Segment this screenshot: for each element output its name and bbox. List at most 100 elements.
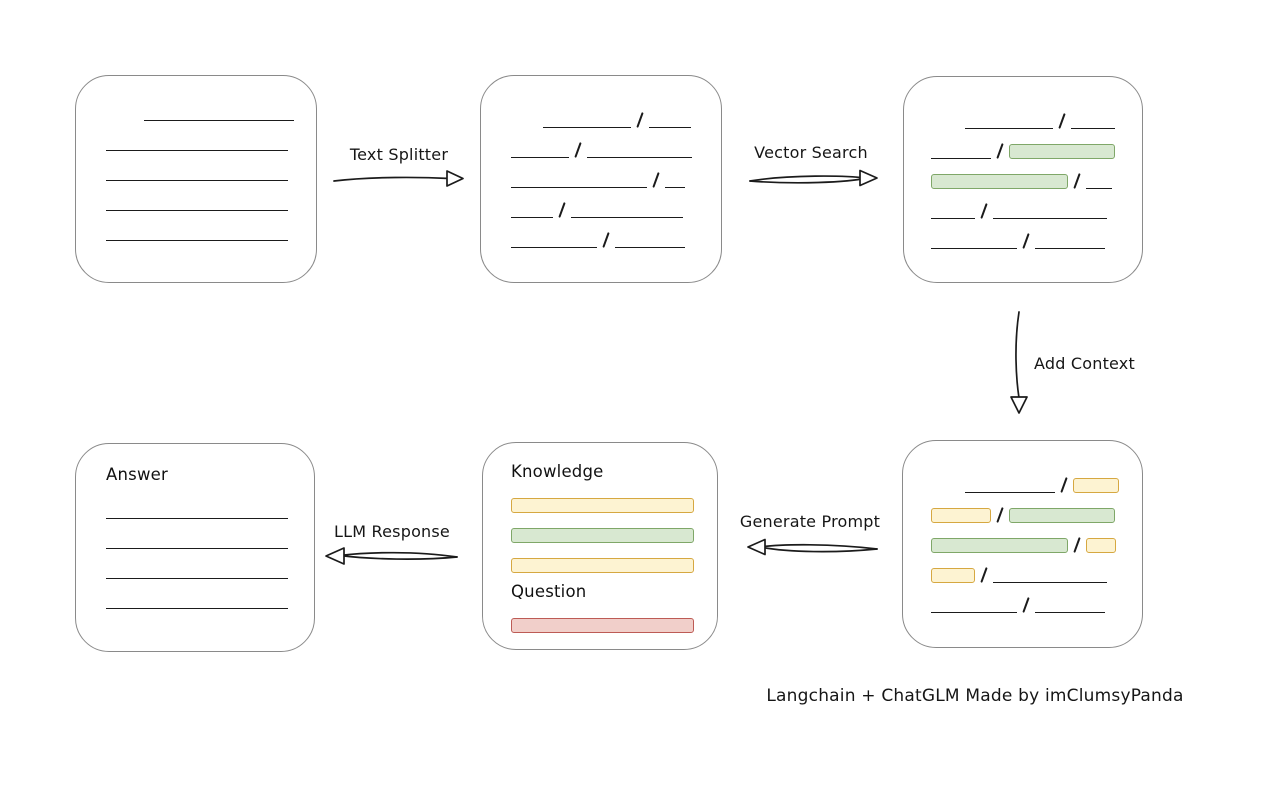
text-splitter-arrow bbox=[333, 170, 464, 187]
context-box bbox=[902, 440, 1143, 648]
add-context-arrow bbox=[1010, 311, 1028, 414]
vector-search-label: Vector Search bbox=[754, 143, 868, 162]
red-chunk bbox=[511, 618, 694, 633]
chunk-row bbox=[511, 98, 721, 128]
chunk-row bbox=[106, 519, 314, 549]
spacer bbox=[511, 127, 537, 128]
text-line bbox=[649, 127, 692, 128]
slash-separator bbox=[1073, 173, 1081, 189]
slash-separator bbox=[996, 507, 1004, 523]
text-line bbox=[106, 150, 288, 151]
slash-separator bbox=[1073, 537, 1081, 553]
chunk-row bbox=[511, 158, 721, 188]
vector-match-rows bbox=[931, 99, 1142, 249]
chunk-row bbox=[511, 188, 721, 218]
slash-separator bbox=[602, 232, 610, 248]
spacer bbox=[931, 492, 959, 493]
yellow-chunk bbox=[931, 568, 975, 583]
document-lines bbox=[106, 91, 316, 241]
chunk-row bbox=[106, 151, 316, 181]
chunk-row bbox=[931, 129, 1142, 159]
text-line bbox=[965, 128, 1053, 129]
llm-response-arrow bbox=[325, 547, 458, 565]
text-line bbox=[543, 127, 631, 128]
slash-separator bbox=[652, 172, 660, 188]
text-line bbox=[993, 218, 1108, 219]
chunk-row bbox=[931, 583, 1142, 613]
text-line bbox=[965, 492, 1055, 493]
slash-separator bbox=[1022, 233, 1030, 249]
text-line bbox=[106, 210, 288, 211]
text-line bbox=[106, 518, 288, 519]
text-line bbox=[1086, 188, 1113, 189]
text-line bbox=[511, 247, 597, 248]
green-chunk bbox=[1009, 508, 1116, 523]
chunk-row bbox=[106, 121, 316, 151]
text-line bbox=[106, 578, 288, 579]
green-chunk bbox=[931, 538, 1068, 553]
chunk-row bbox=[931, 159, 1142, 189]
diagram-caption: Langchain + ChatGLM Made by imClumsyPand… bbox=[766, 686, 1184, 706]
slash-separator bbox=[636, 112, 644, 128]
text-line bbox=[587, 157, 693, 158]
generate-prompt-label: Generate Prompt bbox=[739, 512, 881, 531]
text-line bbox=[571, 217, 684, 218]
answer-label: Answer bbox=[106, 465, 168, 484]
yellow-chunk bbox=[511, 498, 694, 513]
chunk-row bbox=[511, 483, 717, 513]
context-rows bbox=[931, 463, 1142, 613]
chunk-row bbox=[106, 489, 314, 519]
knowledge-label: Knowledge bbox=[511, 462, 604, 481]
question-label: Question bbox=[511, 582, 587, 601]
yellow-chunk bbox=[1086, 538, 1117, 553]
chunk-row bbox=[511, 513, 717, 543]
chunk-row bbox=[931, 99, 1142, 129]
text-line bbox=[993, 582, 1108, 583]
text-line bbox=[931, 218, 975, 219]
document-box bbox=[75, 75, 317, 283]
text-line bbox=[511, 157, 569, 158]
text-line bbox=[106, 180, 288, 181]
text-line bbox=[144, 120, 294, 121]
chunk-row bbox=[931, 553, 1142, 583]
split-text-rows bbox=[511, 98, 721, 248]
green-chunk bbox=[511, 528, 694, 543]
slash-separator bbox=[574, 142, 582, 158]
slash-separator bbox=[558, 202, 566, 218]
text-line bbox=[106, 240, 288, 241]
yellow-chunk bbox=[1073, 478, 1120, 493]
chunk-row bbox=[106, 579, 314, 609]
question-bar bbox=[511, 603, 717, 633]
text-line bbox=[931, 248, 1017, 249]
add-context-label: Add Context bbox=[1034, 354, 1135, 373]
text-line bbox=[106, 608, 288, 609]
text-line bbox=[615, 247, 686, 248]
answer-lines bbox=[106, 489, 314, 609]
text-line bbox=[511, 217, 553, 218]
knowledge-bars bbox=[511, 483, 717, 573]
chunk-row bbox=[931, 189, 1142, 219]
vector-search-arrow bbox=[749, 169, 878, 187]
slash-separator bbox=[1022, 597, 1030, 613]
slash-separator bbox=[980, 203, 988, 219]
chunk-row bbox=[511, 128, 721, 158]
chunk-row bbox=[106, 549, 314, 579]
green-chunk bbox=[1009, 144, 1116, 159]
yellow-chunk bbox=[511, 558, 694, 573]
answer-box: Answer bbox=[75, 443, 315, 652]
llm-response-label: LLM Response bbox=[334, 522, 450, 541]
text-line bbox=[931, 612, 1017, 613]
slash-separator bbox=[1060, 477, 1068, 493]
chunk-row bbox=[511, 218, 721, 248]
chunk-row bbox=[106, 181, 316, 211]
text-line bbox=[931, 158, 991, 159]
chunk-row bbox=[511, 603, 717, 633]
chunk-row bbox=[931, 463, 1142, 493]
text-line bbox=[511, 187, 647, 188]
chunk-row bbox=[106, 211, 316, 241]
spacer bbox=[106, 120, 138, 121]
chunk-row bbox=[931, 523, 1142, 553]
spacer bbox=[931, 128, 959, 129]
vector-matches-box bbox=[903, 76, 1143, 283]
text-line bbox=[1035, 612, 1106, 613]
